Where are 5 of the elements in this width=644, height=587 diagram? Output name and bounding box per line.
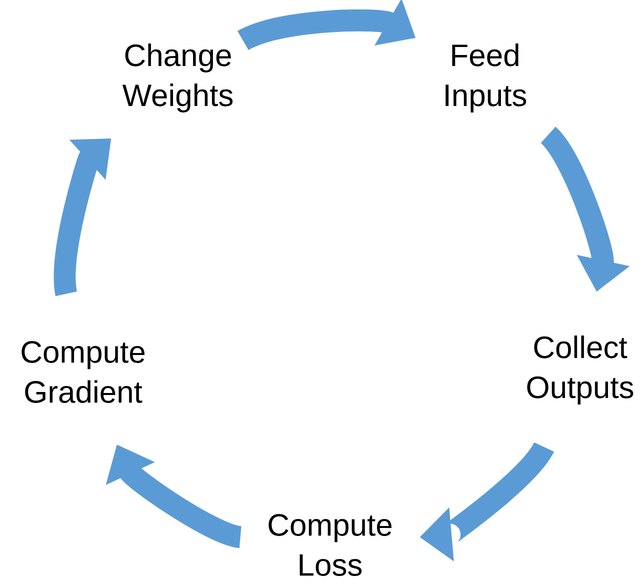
step-label: Change Weights <box>122 44 233 112</box>
step-label: Compute Loss <box>268 514 392 576</box>
step-label: Compute Gradient <box>22 341 145 403</box>
step-label: Feed Inputs <box>446 44 526 112</box>
step-label: Collect Outputs <box>527 336 634 404</box>
